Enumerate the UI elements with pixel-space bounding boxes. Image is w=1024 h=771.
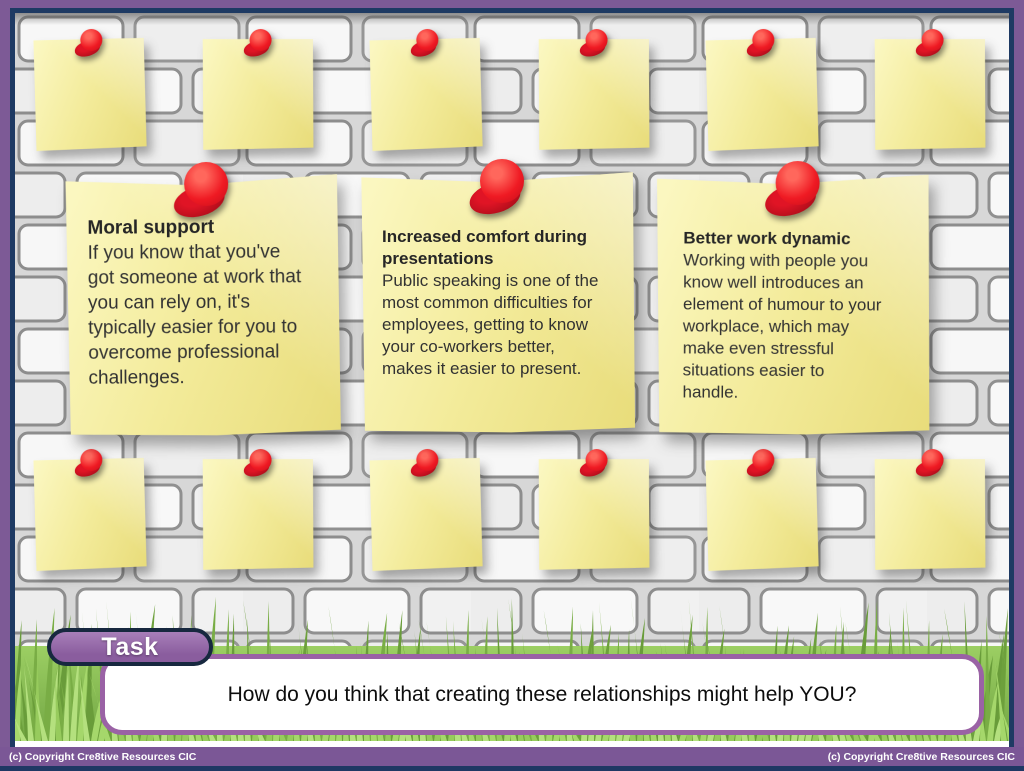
pin-head	[79, 28, 102, 52]
pin-icon	[408, 28, 440, 60]
blank-sticky-note	[704, 28, 818, 151]
blank-sticky-note	[200, 448, 314, 571]
pin-head	[584, 28, 608, 52]
pin-head	[415, 28, 438, 52]
pin-icon	[577, 448, 609, 480]
slide-content: Moral support If you know that you've go…	[15, 13, 1009, 741]
note-paper	[361, 172, 635, 433]
note-title: Better work dynamic	[683, 228, 851, 249]
pin-head	[775, 160, 820, 206]
pin-head	[248, 448, 272, 472]
footer-bar: (c) Copyright Cre8tive Resources CIC (c)…	[0, 747, 1024, 766]
task-label: Task	[101, 632, 159, 661]
pin-icon	[913, 448, 945, 480]
sticky-note-increased-comfort: Increased comfort during presentations P…	[360, 159, 635, 435]
blank-sticky-note	[32, 28, 146, 151]
blank-sticky-note	[536, 28, 650, 151]
pin-icon	[744, 448, 776, 480]
blank-sticky-note	[872, 28, 986, 151]
blank-sticky-note	[200, 28, 314, 151]
pin-icon	[913, 28, 945, 60]
pin-icon	[760, 160, 822, 222]
pin-head	[183, 161, 228, 207]
task-badge: Task	[47, 628, 213, 666]
pin-icon	[72, 448, 104, 480]
question-text: How do you think that creating these rel…	[227, 682, 857, 706]
note-body: If you know that you've got someone at w…	[87, 241, 302, 389]
blank-sticky-note	[536, 448, 650, 571]
note-title: Moral support	[87, 216, 215, 239]
task-question-box: How do you think that creating these rel…	[100, 654, 984, 735]
pin-icon	[744, 28, 776, 60]
copyright-right: (c) Copyright Cre8tive Resources CIC	[827, 750, 1015, 763]
pin-icon	[72, 28, 104, 60]
note-text: Better work dynamic Working with people …	[682, 227, 883, 404]
pin-head	[920, 28, 944, 52]
pin-head	[415, 448, 438, 472]
copyright-left: (c) Copyright Cre8tive Resources CIC	[9, 750, 197, 763]
pin-head	[248, 28, 272, 52]
blank-sticky-note	[368, 448, 482, 571]
pin-icon	[408, 448, 440, 480]
note-body: Public speaking is one of the most commo…	[382, 271, 599, 378]
pin-head	[584, 448, 608, 472]
pin-icon	[465, 159, 527, 220]
note-title: Increased comfort during presentations	[382, 227, 587, 268]
note-text: Moral support If you know that you've go…	[87, 214, 305, 391]
pin-icon	[241, 28, 273, 60]
note-body: Working with people you know well introd…	[682, 250, 882, 402]
pin-icon	[241, 448, 273, 480]
pin-head	[920, 448, 944, 472]
blank-sticky-note	[872, 448, 986, 571]
pin-head	[751, 448, 774, 472]
pin-head	[751, 28, 774, 52]
blank-sticky-note	[704, 448, 818, 571]
note-text: Increased comfort during presentations P…	[382, 226, 599, 380]
pin-head	[479, 159, 524, 203]
blank-sticky-note	[368, 28, 482, 151]
pin-head	[79, 448, 102, 472]
pin-icon	[577, 28, 609, 60]
pin-icon	[169, 161, 230, 223]
wall-top-shadow	[15, 13, 1009, 25]
footer-navy-line	[0, 766, 1024, 771]
blank-sticky-note	[32, 448, 146, 571]
sticky-note-better-work-dynamic: Better work dynamic Working with people …	[654, 160, 930, 437]
sticky-note-moral-support: Moral support If you know that you've go…	[64, 161, 341, 439]
